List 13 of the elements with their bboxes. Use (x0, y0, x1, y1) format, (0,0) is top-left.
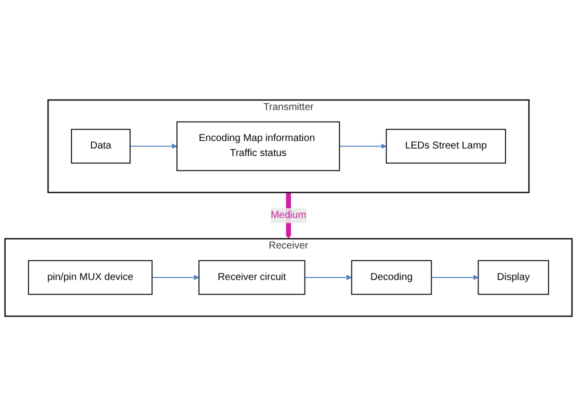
arrow (430, 274, 479, 280)
node-box: Data (71, 128, 131, 164)
arrow (338, 143, 387, 149)
node-box: Decoding (351, 260, 432, 295)
arrow (152, 274, 200, 280)
edge-label: Medium (270, 210, 306, 220)
node-box: Display (478, 260, 550, 295)
node-box: Receiver circuit (198, 260, 306, 295)
arrow (304, 274, 352, 280)
arrow (130, 143, 178, 149)
node-box: pin/pin MUX device (28, 260, 153, 295)
node-box: LEDs Street Lamp (386, 128, 506, 164)
node-box: Encoding Map information Traffic status (176, 121, 340, 171)
